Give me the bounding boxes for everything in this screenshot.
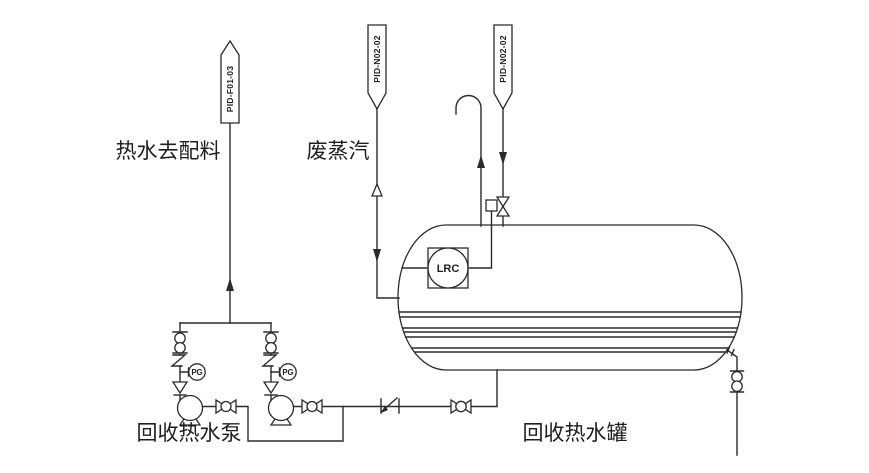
flag-label: PID-N02-02	[372, 35, 382, 82]
arrow-down-inlet	[499, 152, 507, 165]
text-labels: 热水去配料 废蒸汽 回收热水泵 回收热水罐	[116, 139, 628, 445]
valve-body	[495, 196, 511, 208]
flag-waste-steam: PID-N02-02	[367, 24, 387, 111]
slope-arrowhead	[381, 405, 388, 413]
label-recycled-hot-water-tank: 回收热水罐	[523, 421, 628, 445]
discharge-reducer	[262, 381, 280, 395]
left-pump-train: PG	[170, 331, 237, 426]
pg-branch-left	[179, 367, 190, 377]
pressure-gauge	[279, 363, 297, 381]
valve-actuator	[485, 199, 498, 212]
riser-valve	[265, 332, 277, 345]
valve-body	[495, 205, 511, 217]
pump	[267, 394, 295, 422]
label-hot-water-to-batching: 热水去配料	[116, 139, 221, 163]
flow-arrows	[226, 152, 507, 291]
flag-label: PID-F01-03	[225, 66, 235, 112]
flex-connector	[170, 354, 187, 367]
arrow-up-discharge	[226, 278, 234, 291]
instrument-tag: LRC	[437, 263, 460, 275]
instrument-bubble	[427, 247, 469, 289]
waste-steam-line	[376, 108, 400, 299]
flex-connector	[261, 354, 278, 367]
right-pump-train: PG	[261, 331, 323, 426]
line-valve-ball	[455, 400, 467, 413]
tank-level-lines	[398, 311, 742, 353]
label-recycled-hot-water-pump: 回收热水泵	[137, 421, 242, 445]
drain-valve	[731, 380, 743, 393]
flag-label: PID-N02-02	[498, 35, 508, 82]
flag-inlet: PID-N02-02	[493, 24, 513, 111]
tank-drain-valve	[729, 370, 745, 393]
flag-pennant-down	[367, 24, 387, 111]
arrow-up-vent	[477, 155, 485, 168]
label-waste-steam: 废蒸汽	[307, 139, 370, 163]
lrc-signal-lines	[401, 210, 493, 269]
flag-pennant-up	[220, 39, 240, 124]
arrow-up-hollow-steam	[371, 182, 383, 197]
riser-valve	[265, 341, 277, 354]
flag-pennant-down	[493, 24, 513, 111]
gauge-tag: PG	[191, 368, 202, 377]
vent-gooseneck-line	[455, 94, 482, 227]
pump	[176, 394, 204, 422]
pressure-gauge	[188, 363, 206, 381]
drain-line	[726, 349, 738, 456]
drain-nozzle-ticks	[726, 346, 735, 357]
suction-valve-ball	[306, 400, 318, 413]
recycled-hot-water-tank	[397, 224, 743, 371]
riser-valve	[174, 341, 186, 354]
suction-line-fittings	[380, 397, 472, 415]
flag-hot-water-outlet: PID-F01-03	[220, 39, 240, 124]
arrow-down-steam	[373, 249, 381, 262]
gauge-tag: PG	[282, 368, 293, 377]
suction-valve-ball	[220, 400, 232, 413]
riser-valve	[174, 332, 186, 345]
pg-branch-right	[270, 367, 281, 377]
discharge-reducer	[171, 381, 189, 395]
lrc-level-controller: LRC	[427, 247, 469, 289]
inlet-control-valve	[485, 196, 511, 217]
